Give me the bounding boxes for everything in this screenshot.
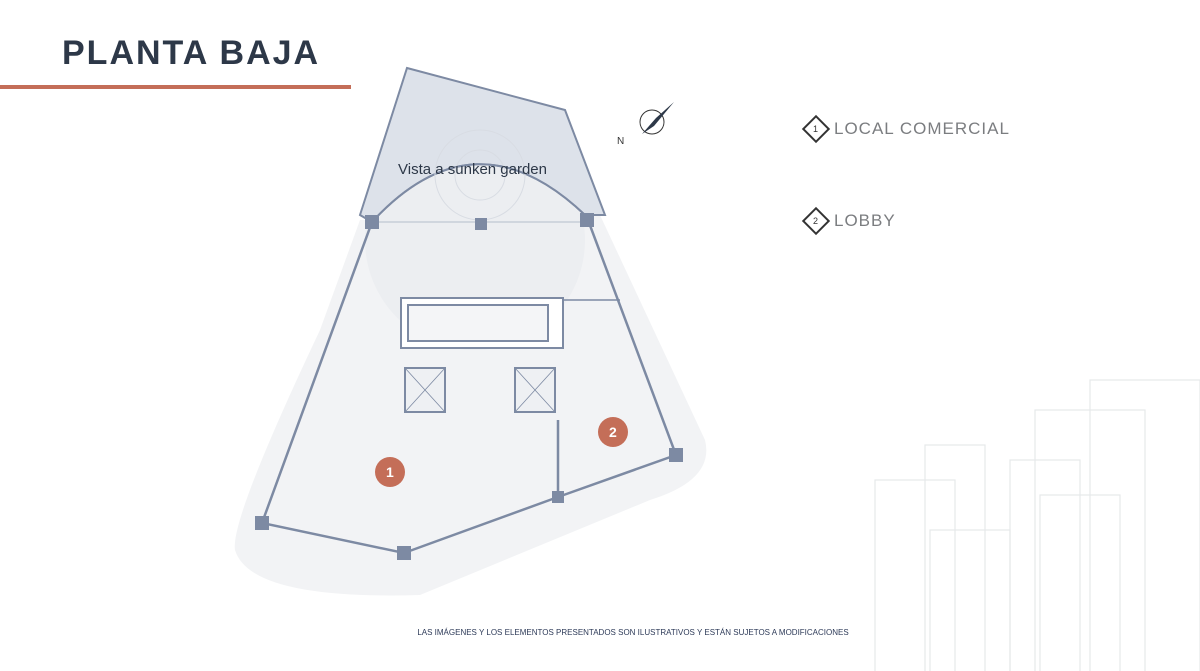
background-buildings: [874, 379, 1200, 671]
core: [400, 297, 564, 413]
disclaimer: LAS IMÁGENES Y LOS ELEMENTOS PRESENTADOS…: [417, 628, 849, 637]
marker-2: [598, 417, 628, 447]
page-title: PLANTA BAJA: [62, 34, 321, 72]
marker-1-label: 1: [386, 464, 394, 480]
diamond-number-icon: 1: [801, 114, 831, 144]
marker-2-label: 2: [609, 424, 617, 440]
legend-label: LOBBY: [834, 211, 896, 230]
legend-item-lobby: 2 LOBBY: [801, 206, 896, 236]
view-label: Vista a sunken garden: [398, 161, 547, 178]
diamond-number-icon: 2: [801, 206, 831, 236]
compass-icon: [639, 102, 674, 135]
legend-label: LOCAL COMERCIAL: [834, 119, 1010, 138]
title-underline: [0, 85, 351, 89]
legend-item-local-comercial: 1 LOCAL COMERCIAL: [801, 114, 1010, 144]
columns: [255, 213, 683, 560]
compass-north-label: N: [617, 136, 625, 147]
site-shadow: [234, 215, 707, 596]
marker-1: [375, 457, 405, 487]
